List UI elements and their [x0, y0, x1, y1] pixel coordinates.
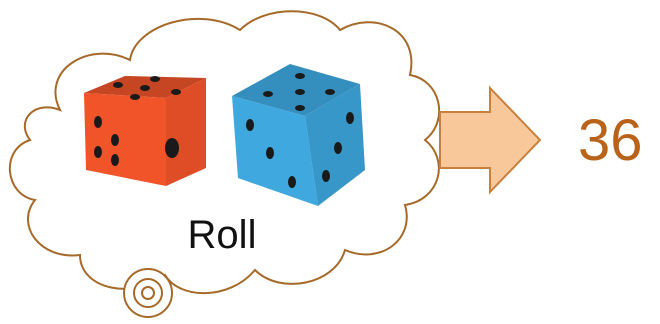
pip — [346, 112, 354, 124]
pip — [295, 105, 305, 111]
cloud-bubble-small — [141, 286, 155, 300]
pip — [334, 142, 342, 154]
pip — [295, 73, 305, 79]
pip — [266, 147, 274, 159]
result-value: 36 — [578, 108, 643, 173]
pip — [295, 89, 305, 95]
pip — [171, 89, 181, 95]
pip — [111, 154, 119, 166]
pip — [130, 94, 140, 100]
thought-cloud: Roll — [8, 10, 441, 318]
pip — [165, 138, 179, 158]
pip — [94, 146, 102, 158]
pip — [140, 85, 150, 91]
pip — [150, 76, 160, 82]
blue-die-top-face — [232, 64, 360, 116]
pip — [263, 91, 273, 97]
right-arrow-icon — [439, 85, 542, 195]
red-die-right-face — [166, 78, 206, 186]
pip — [94, 116, 102, 128]
pip — [111, 134, 119, 146]
cloud-bubble-medium — [133, 278, 163, 308]
pip — [325, 89, 335, 95]
cloud-bubble-large — [123, 268, 173, 318]
pip — [288, 176, 296, 188]
pip — [322, 170, 330, 182]
pip — [246, 119, 254, 131]
red-die — [84, 76, 206, 186]
pip — [113, 82, 123, 88]
blue-die — [232, 64, 365, 206]
roll-label: Roll — [188, 213, 257, 257]
red-die-left-face — [84, 93, 166, 186]
